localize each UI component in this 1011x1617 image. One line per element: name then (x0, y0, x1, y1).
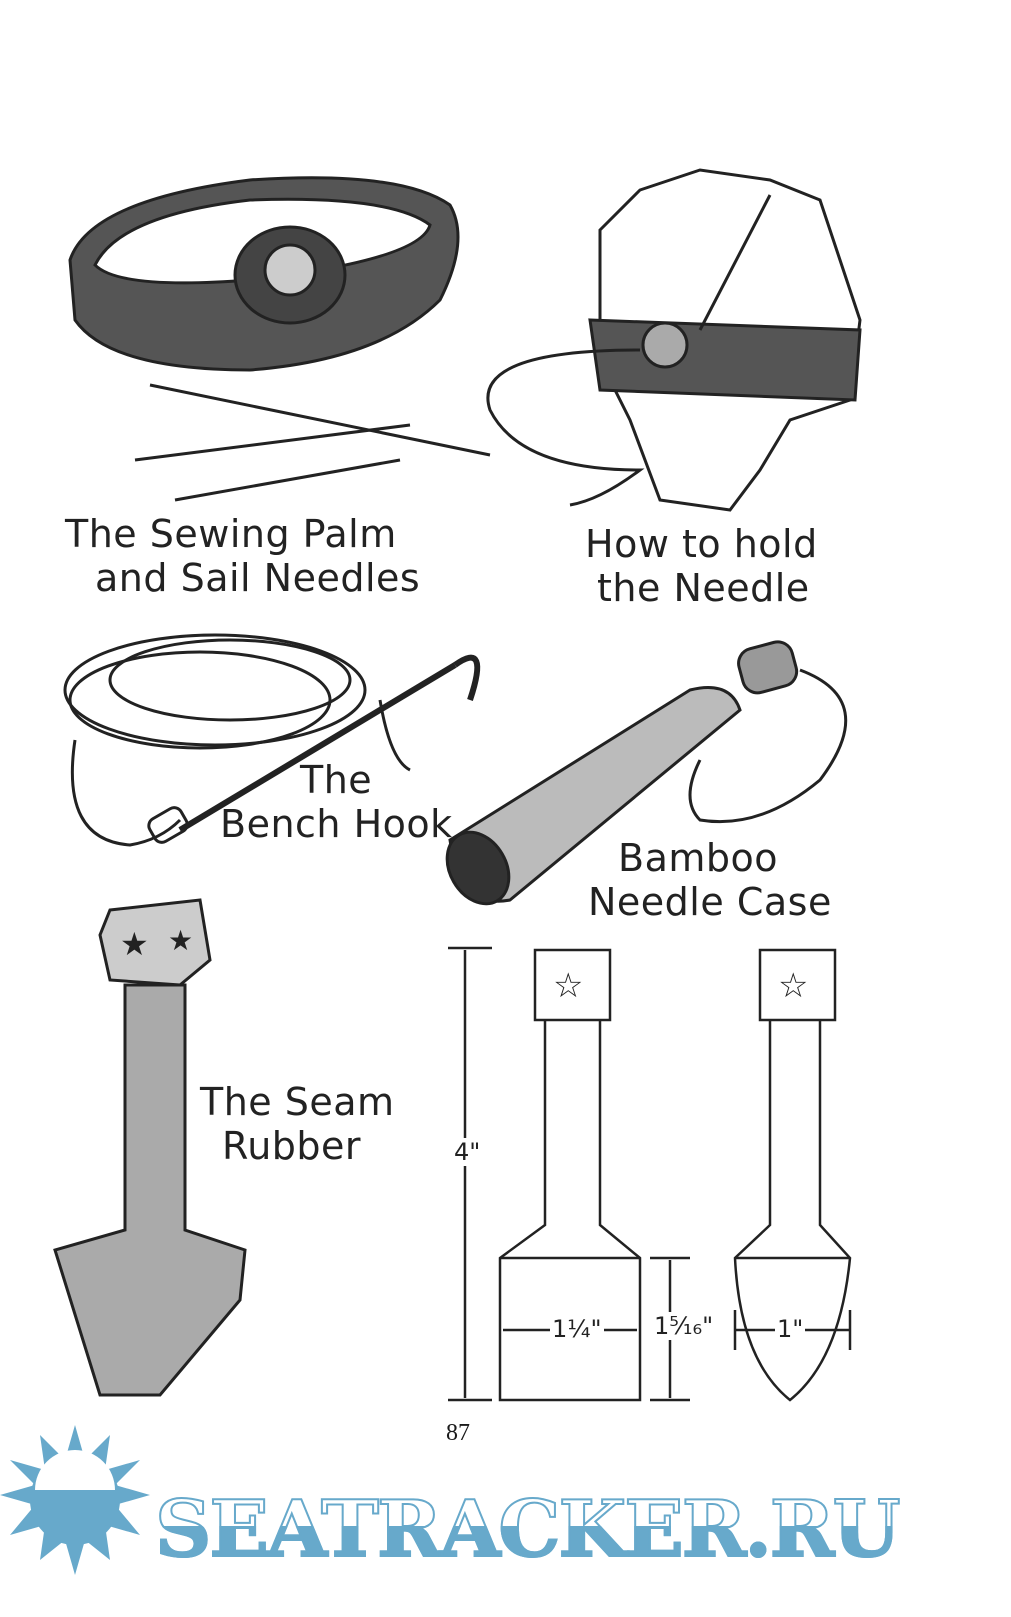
caption-needle-case: Bamboo Needle Case (588, 836, 832, 924)
caption-hold-needle: How to hold the Needle (585, 522, 818, 610)
dimension-blade-height: 1⁵⁄₁₆" (652, 1312, 716, 1340)
sewing-palm-illustration (68, 176, 491, 502)
dimension-height: 4" (452, 1138, 483, 1166)
page-number: 87 (446, 1420, 470, 1446)
caption-line: The (300, 758, 373, 802)
caption-bench-hook: The Bench Hook (220, 758, 453, 846)
caption-line: Bench Hook (220, 802, 453, 846)
hand-holding-needle-illustration (486, 168, 862, 512)
caption-line: The Seam (200, 1080, 395, 1124)
seam-rubber-illustration: ★ ★ (53, 898, 247, 1397)
caption-line: Bamboo (618, 836, 778, 880)
svg-text:★: ★ (120, 925, 149, 963)
caption-sewing-palm: The Sewing Palm and Sail Needles (65, 512, 420, 600)
dimension-width-side: 1" (775, 1315, 806, 1343)
caption-line: Needle Case (588, 880, 832, 924)
dimension-width-front: 1¼" (550, 1315, 604, 1343)
watermark-text: SEATRACKER.RU (154, 1484, 902, 1575)
bamboo-needle-case-illustration (445, 640, 848, 906)
bench-hook-illustration (63, 633, 481, 847)
caption-line: the Needle (597, 566, 810, 610)
caption-line: How to hold (585, 522, 818, 566)
caption-line: The Sewing Palm (65, 512, 397, 556)
svg-text:★: ★ (168, 924, 193, 957)
watermark-sun-icon (0, 1425, 150, 1575)
svg-text:☆: ☆ (553, 966, 583, 1006)
caption-line: Rubber (222, 1124, 362, 1168)
caption-line: and Sail Needles (95, 556, 421, 600)
svg-text:☆: ☆ (778, 966, 808, 1006)
caption-seam-rubber: The Seam Rubber (200, 1080, 395, 1168)
